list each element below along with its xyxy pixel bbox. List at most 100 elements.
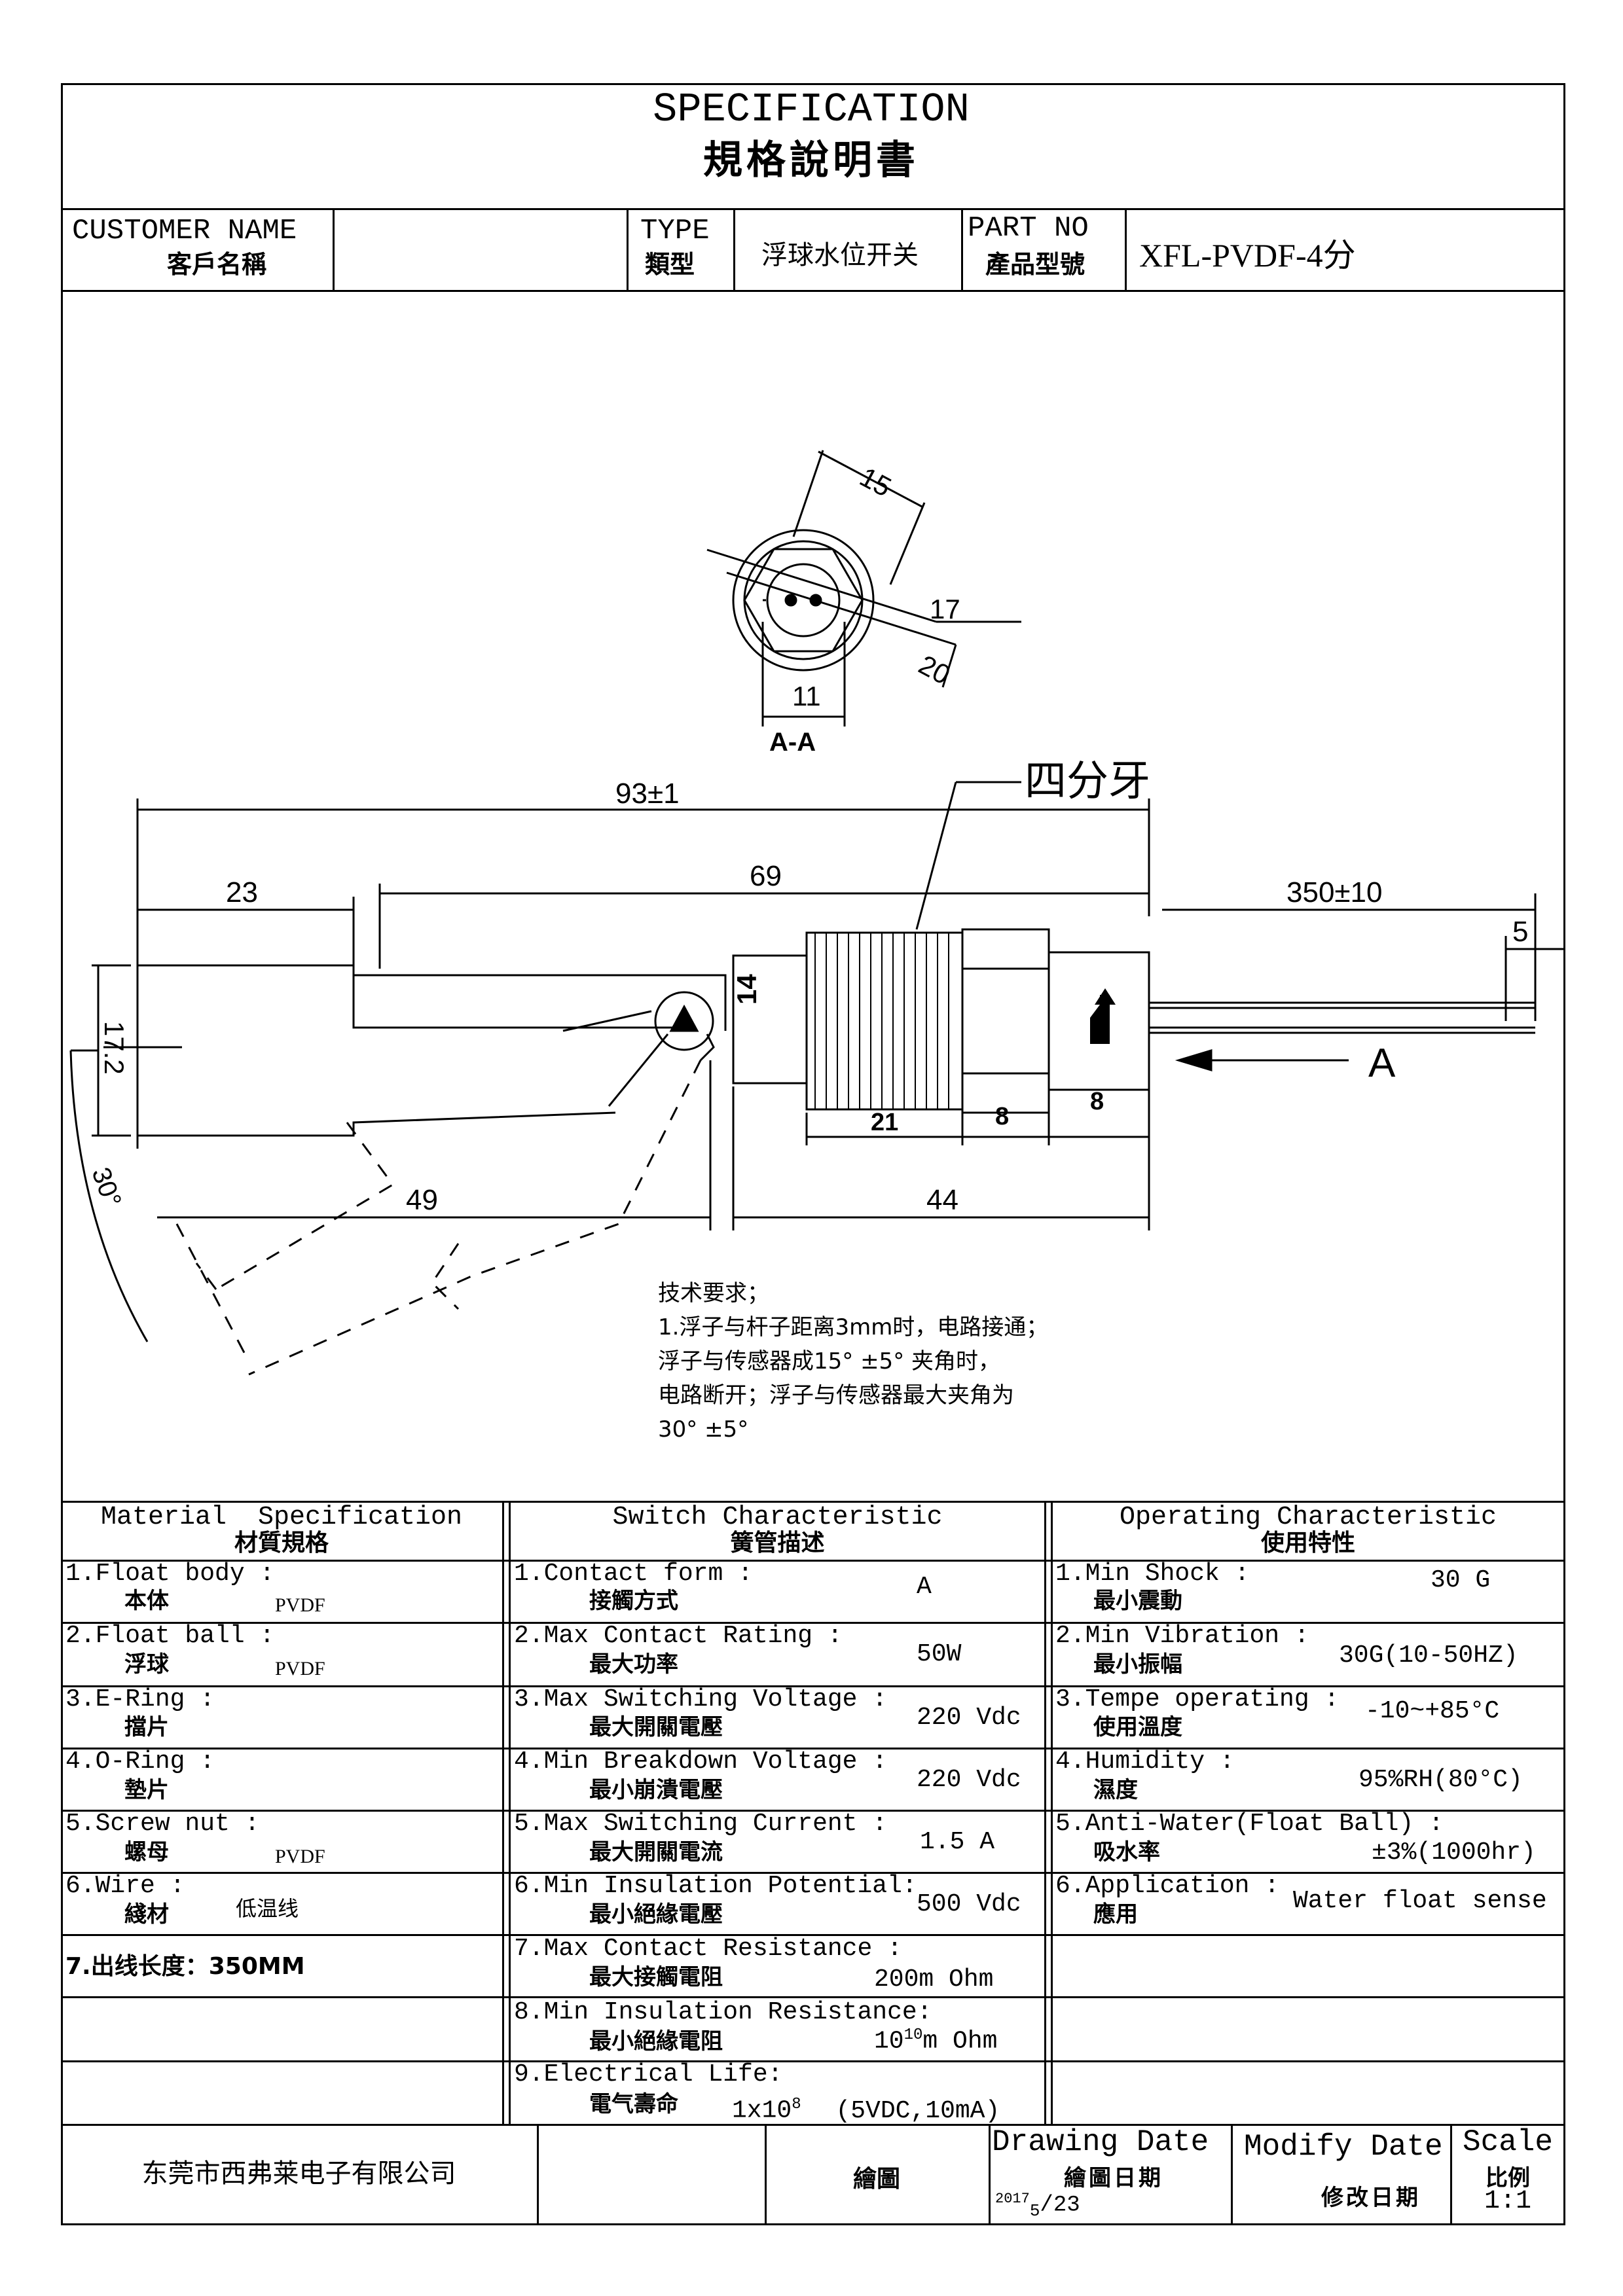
material-sub: 墊片 xyxy=(124,1777,169,1803)
material-value: PVDF xyxy=(275,1594,325,1616)
switch-value: 220 Vdc xyxy=(917,1766,1021,1794)
dim-49: 49 xyxy=(406,1184,438,1216)
dim-15: 15 xyxy=(855,461,896,502)
modify-date-zh: 修改日期 xyxy=(1321,2185,1421,2211)
notes-line-1: 1.浮子与杆子距离3mm时，电路接通； xyxy=(658,1314,1049,1340)
material-header-en: Material Specification xyxy=(100,1503,463,1532)
switch-label: 4.Min Breakdown Voltage : xyxy=(514,1748,888,1776)
operating-header-zh: 使用特性 xyxy=(1260,1530,1355,1556)
switch-label: 6.Min Insulation Potential: xyxy=(514,1872,917,1900)
header-bottom-divider xyxy=(61,290,1563,292)
notes-line-3: 电路断开；浮子与传感器最大夹角为 xyxy=(658,1382,1014,1408)
operating-label: 5.Anti-Water(Float Ball) : xyxy=(1055,1810,1444,1838)
part-label-en: PART NO xyxy=(968,212,1089,245)
draw-label: 繪圖 xyxy=(852,2166,900,2193)
modify-date-en: Modify Date xyxy=(1244,2130,1443,2164)
tech-notes: 技术要求； 1.浮子与杆子距离3mm时，电路接通； 浮子与传感器成15° ±5°… xyxy=(658,1276,1048,1446)
material-value: PVDF xyxy=(275,1846,325,1867)
operating-header-en: Operating Characteristic xyxy=(1119,1503,1497,1532)
switch-sub: 最小絕緣電阻 xyxy=(589,2028,723,2054)
dim-69: 69 xyxy=(750,860,782,892)
operating-sub: 最小震動 xyxy=(1093,1588,1182,1614)
dim-8a: 8 xyxy=(995,1103,1009,1130)
switch-label: 9.Electrical Life: xyxy=(514,2060,783,2089)
operating-label: 4.Humidity : xyxy=(1055,1748,1235,1776)
operating-sub: 最小振幅 xyxy=(1093,1651,1182,1677)
material-label: 2.Float ball : xyxy=(65,1622,275,1650)
material-sub: 螺母 xyxy=(124,1839,169,1865)
drawing-date-zh: 繪圖日期 xyxy=(1064,2165,1163,2191)
switch-label: 7.Max Contact Resistance : xyxy=(514,1935,902,1963)
header-vline-4 xyxy=(961,208,963,291)
page-frame xyxy=(61,83,1565,2225)
row-line-2 xyxy=(61,1685,1563,1687)
row-line-6 xyxy=(61,1934,1563,1936)
switch-value: 1.5 A xyxy=(920,1828,995,1856)
switch-label: 5.Max Switching Current : xyxy=(514,1810,888,1838)
footer-vline-5 xyxy=(1450,2124,1452,2223)
row-line-3 xyxy=(61,1748,1563,1749)
section-view xyxy=(706,450,1021,726)
table-sep-2b xyxy=(1051,1501,1053,2126)
row-line-8 xyxy=(61,2060,1563,2062)
drawing-date-en: Drawing Date xyxy=(992,2125,1209,2159)
part-value: XFL-PVDF-4分 xyxy=(1139,237,1356,274)
scale-zh: 比例 xyxy=(1486,2165,1530,2191)
footer-vline-3 xyxy=(989,2124,991,2223)
operating-label: 6.Application : xyxy=(1055,1872,1280,1900)
company-name: 东莞市西弗莱电子有限公司 xyxy=(141,2159,456,2189)
switch-sub: 最大開關電壓 xyxy=(589,1714,723,1740)
footer-vline-1 xyxy=(537,2124,539,2223)
drawing-date-month: 5 xyxy=(1029,2201,1040,2221)
switch-label: 3.Max Switching Voltage : xyxy=(514,1685,888,1713)
material-label: 1.Float body : xyxy=(65,1560,275,1588)
notes-line-4: 30° ±5° xyxy=(658,1416,749,1443)
header-vline-3 xyxy=(733,208,735,291)
technical-drawing: 15 17 20 11 A-A 93±1 四分牙 23 69 350±10 5 … xyxy=(69,450,1565,1376)
ins-res-exp: 10 xyxy=(903,2026,923,2044)
section-label: A-A xyxy=(769,728,816,757)
switch-label: 2.Max Contact Rating : xyxy=(514,1622,843,1650)
switch-sub: 最小崩潰電壓 xyxy=(589,1777,723,1803)
switch-label: 8.Min Insulation Resistance: xyxy=(514,1998,932,2026)
switch-value: A xyxy=(917,1573,932,1601)
thread-label: 四分牙 xyxy=(1025,757,1150,804)
customer-label-zh: 客戶名稱 xyxy=(167,250,267,279)
dim-5: 5 xyxy=(1512,916,1528,948)
material-sub: 浮球 xyxy=(124,1651,169,1677)
table-top xyxy=(61,1501,1563,1503)
operating-label: 2.Min Vibration : xyxy=(1055,1622,1309,1650)
ins-res-unit: m Ohm xyxy=(922,2027,998,2056)
dim-350: 350±10 xyxy=(1286,876,1383,908)
operating-value: Water float sense xyxy=(1293,1887,1547,1915)
dim-23: 23 xyxy=(226,876,258,908)
header-title-zh: 規格說明書 xyxy=(703,137,919,183)
footer-vline-2 xyxy=(765,2124,767,2223)
scale-value: 1:1 xyxy=(1484,2187,1531,2216)
row-line-1 xyxy=(61,1622,1563,1624)
switch-sub: 最大接觸電阻 xyxy=(589,1964,723,1990)
operating-value: 95%RH(80°C) xyxy=(1359,1766,1523,1794)
switch-sub: 接觸方式 xyxy=(589,1588,678,1614)
header-vline-5 xyxy=(1125,208,1127,291)
switch-header-en: Switch Characteristic xyxy=(612,1503,943,1532)
life-cond: (5VDC,10mA) xyxy=(835,2096,1000,2125)
header-vline-1 xyxy=(333,208,335,291)
operating-sub: 使用溫度 xyxy=(1093,1714,1182,1740)
switch-value: 220 Vdc xyxy=(917,1704,1021,1732)
material-label: 6.Wire : xyxy=(65,1872,185,1900)
material-label: 5.Screw nut : xyxy=(65,1810,260,1838)
operating-sub: 應用 xyxy=(1093,1901,1138,1928)
operating-label: 3.Tempe operating : xyxy=(1055,1685,1340,1713)
header-vline-2 xyxy=(627,208,629,291)
material-label: 7.出线长度：350MM xyxy=(65,1953,305,1980)
material-value: PVDF xyxy=(275,1658,325,1679)
operating-value: -10~+85°C xyxy=(1365,1697,1500,1725)
dim-17-2: 17.2 xyxy=(99,1021,130,1075)
dim-20: 20 xyxy=(914,649,955,690)
table-sep-1a xyxy=(502,1501,504,2126)
arrow-label: A xyxy=(1368,1041,1396,1086)
operating-label: 1.Min Shock : xyxy=(1055,1560,1250,1588)
operating-value: 30 G xyxy=(1431,1566,1491,1594)
operating-value: 30G(10-50HZ) xyxy=(1339,1641,1518,1670)
